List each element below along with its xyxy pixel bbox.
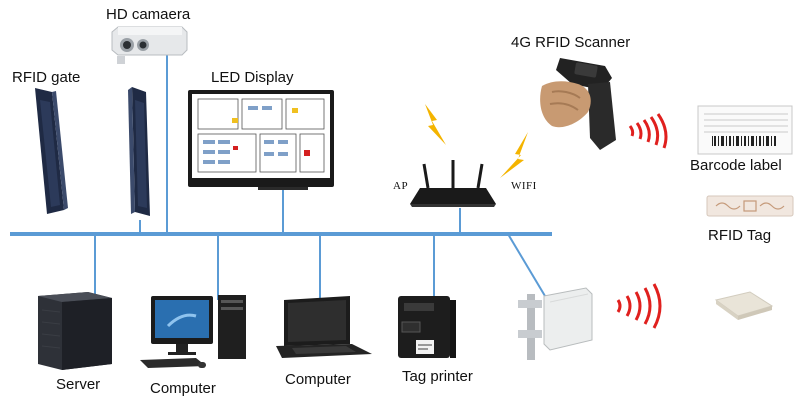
wireless-bolt-icon xyxy=(500,132,528,178)
tag-printer-image xyxy=(398,296,456,358)
camera-label: HD camaera xyxy=(106,6,191,23)
rfid-tag-caption: RFID Tag xyxy=(708,227,771,244)
rfid-reader-image xyxy=(518,287,593,360)
desktop-computer-image xyxy=(140,295,246,368)
led-display-image xyxy=(188,90,334,190)
handheld-scanner-image xyxy=(540,58,616,150)
rf-wave-icon xyxy=(628,113,668,149)
laptop-computer-label: Computer xyxy=(285,371,351,388)
line-reader xyxy=(507,233,546,297)
tag-printer-label: Tag printer xyxy=(402,368,473,385)
rfid-gate-image xyxy=(35,87,150,216)
wireless-bolt-icon xyxy=(425,104,446,145)
wifi-label: WIFI xyxy=(511,180,537,192)
ap-label: AP xyxy=(393,180,408,192)
ceramic-tag-image xyxy=(714,291,774,320)
rfid-gate-label: RFID gate xyxy=(12,69,80,86)
barcode-label-image xyxy=(697,105,793,155)
server-label: Server xyxy=(56,376,100,393)
desktop-computer-label: Computer xyxy=(150,380,216,397)
camera-icon xyxy=(111,26,188,64)
router-icon xyxy=(410,160,496,207)
network-lines xyxy=(10,50,552,300)
barcode-label-caption: Barcode label xyxy=(690,157,782,174)
scanner-label: 4G RFID Scanner xyxy=(511,34,630,51)
server-image xyxy=(38,292,112,370)
led-display-label: LED Display xyxy=(211,69,294,86)
rf-wave-icon xyxy=(616,283,662,329)
rfid-tag-image xyxy=(706,195,794,217)
laptop-image xyxy=(276,296,372,358)
